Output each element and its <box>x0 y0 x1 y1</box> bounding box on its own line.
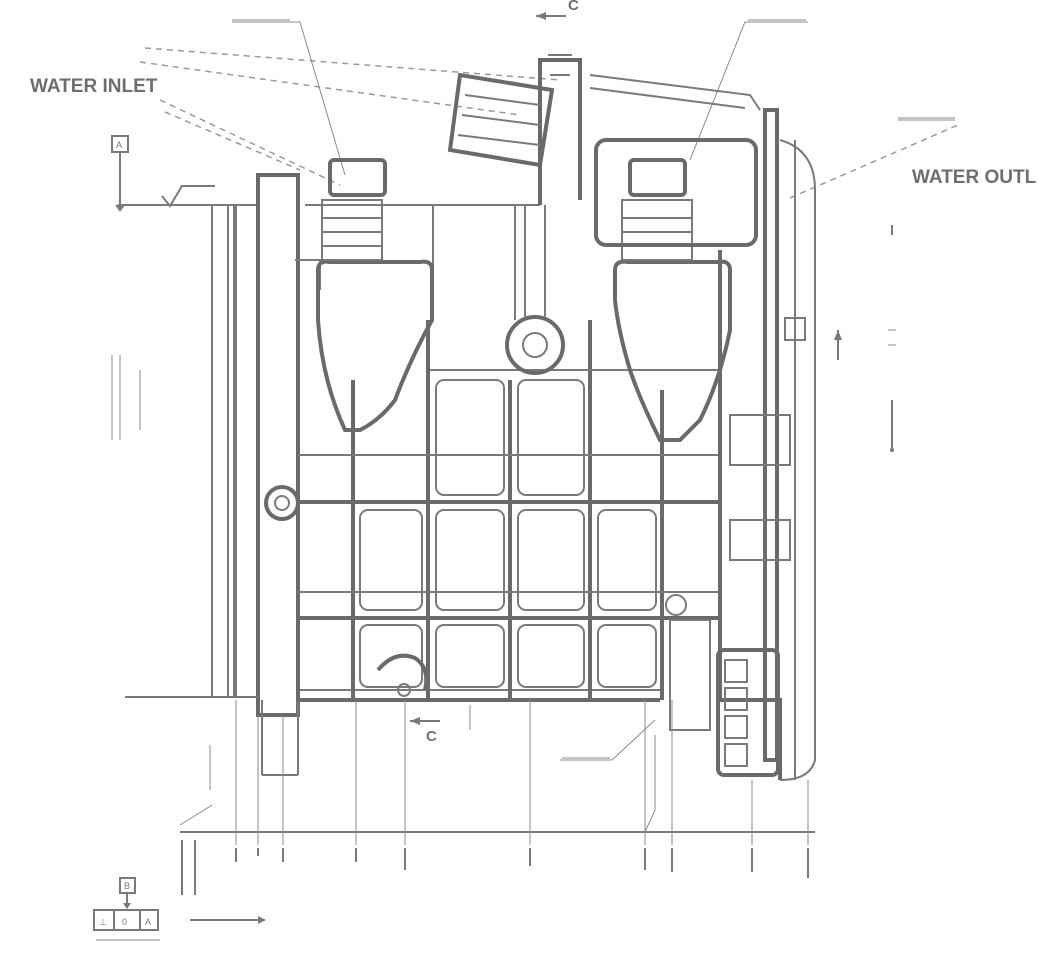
left-flange <box>125 173 300 776</box>
section-marker-bottom: C <box>426 728 437 745</box>
main-body <box>295 200 660 702</box>
svg-text:A: A <box>145 917 151 927</box>
outlet-cylinder <box>594 138 758 442</box>
water-outlet-label: WATER OUTL <box>912 167 1037 188</box>
drain-boss <box>376 653 429 697</box>
surface-symbol <box>161 185 215 208</box>
rib-grid <box>298 205 720 700</box>
leader-lines <box>139 21 959 761</box>
left-dimension <box>111 355 141 440</box>
top-boss <box>447 54 761 375</box>
water-inlet-label: WATER INLET <box>30 76 158 97</box>
right-dimension <box>834 225 896 452</box>
svg-text:A: A <box>116 140 122 150</box>
svg-text:B: B <box>124 881 130 891</box>
inlet-cylinder <box>316 158 434 432</box>
feature-control-frame: ⊥ 0 A <box>93 909 266 941</box>
datum-b-box: B <box>119 877 136 909</box>
svg-text:⊥: ⊥ <box>99 917 107 927</box>
section-arrow-top <box>536 12 566 20</box>
section-arrow-bottom <box>410 717 440 725</box>
datum-a-box: A <box>111 135 129 212</box>
right-side-assembly <box>665 108 816 781</box>
section-marker-top: C <box>568 0 579 14</box>
bottom-dimension-chain <box>179 700 815 895</box>
svg-text:0: 0 <box>122 917 127 927</box>
